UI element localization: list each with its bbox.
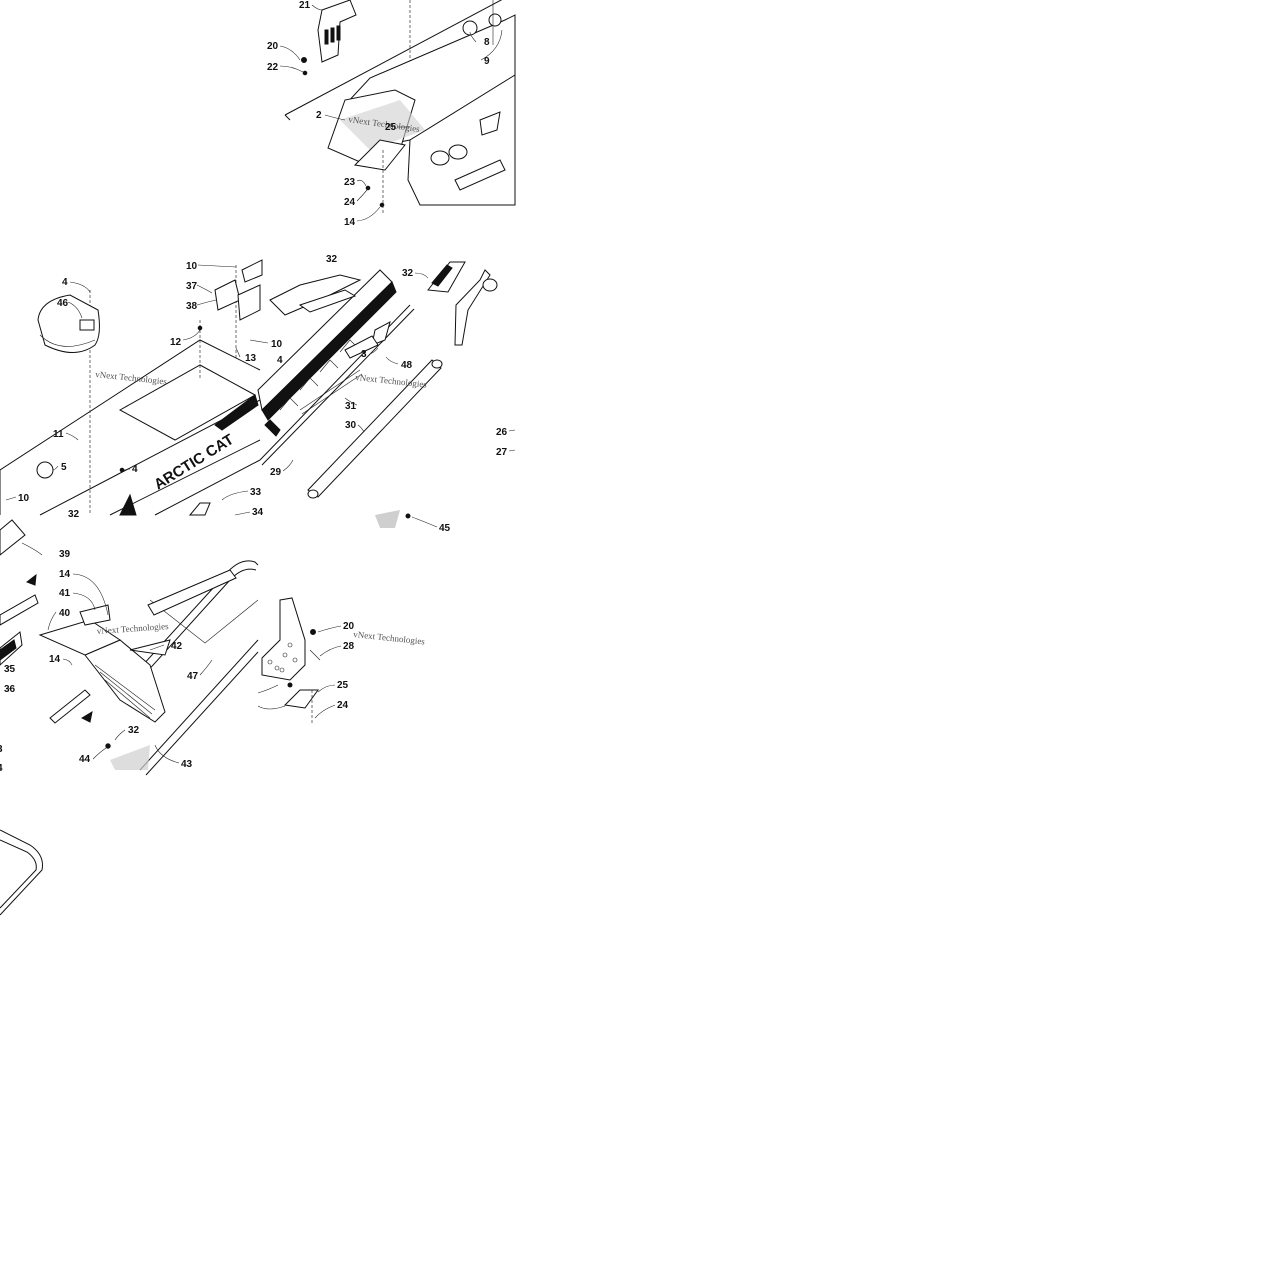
callout-label: 14: [59, 569, 71, 580]
callout-label: 32: [68, 509, 80, 520]
callout-label: 4: [0, 763, 3, 774]
callout-label: 29: [270, 467, 282, 478]
side-bracket-part: [261, 597, 306, 681]
callout-label: 26: [496, 427, 508, 438]
callout-label: 2: [316, 110, 322, 121]
callout-label: 42: [171, 641, 183, 652]
callout-label: 12: [170, 337, 182, 348]
callout-label: 4: [62, 277, 68, 288]
callout-label: 32: [326, 254, 338, 265]
callout-label: 24: [337, 700, 349, 711]
callout-label: 4: [277, 355, 283, 366]
callout-label: 43: [181, 759, 193, 770]
panel-top: [279, 0, 516, 222]
callout-label: 5: [61, 462, 67, 473]
watermark-layer: vNext Technologies vNext Technologies vN…: [95, 114, 428, 646]
callout-label: 44: [79, 754, 91, 765]
watermark-text: vNext Technologies: [353, 629, 426, 647]
callout-label: 35: [4, 664, 16, 675]
callout-label: 41: [59, 588, 71, 599]
callout-label: 3: [0, 744, 3, 755]
seat-pad-part: [37, 294, 100, 353]
callout-label: 14: [344, 217, 356, 228]
callout-label: 21: [299, 0, 311, 11]
callout-label: 28: [343, 641, 355, 652]
watermark-text: vNext Technologies: [355, 372, 428, 390]
callout-label: 10: [271, 339, 283, 350]
callout-label: 32: [128, 725, 140, 736]
callout-label: 39: [59, 549, 71, 560]
callout-label: 25: [385, 122, 397, 133]
callout-label: 36: [4, 684, 16, 695]
callout-label: 9: [484, 56, 490, 67]
callout-label: 3: [361, 349, 367, 360]
panel-bottom-left: [0, 519, 259, 916]
callout-label: 23: [344, 177, 356, 188]
callout-label: 46: [57, 298, 69, 309]
callout-label: 4: [132, 464, 138, 475]
callout-label: 10: [18, 493, 30, 504]
callout-labels: 21 20 22 2 25 23 24 14 8 9 4 46 10 37 38…: [0, 0, 508, 774]
watermark-text: vNext Technologies: [95, 369, 168, 387]
callout-label: 20: [343, 621, 355, 632]
callout-label: 27: [496, 447, 508, 458]
callout-label: 14: [49, 654, 61, 665]
callout-label: 37: [186, 281, 198, 292]
callout-label: 30: [345, 420, 357, 431]
callout-label: 45: [439, 523, 451, 534]
callout-label: 25: [337, 680, 349, 691]
callout-label: 47: [187, 671, 199, 682]
callout-label: 38: [186, 301, 198, 312]
callout-label: 8: [484, 37, 490, 48]
watermark-text: vNext Technologies: [96, 621, 169, 636]
callout-label: 32: [402, 268, 414, 279]
callout-label: 40: [59, 608, 71, 619]
callout-label: 24: [344, 197, 356, 208]
callout-label: 33: [250, 487, 262, 498]
callout-label: 13: [245, 353, 257, 364]
callout-label: 22: [267, 62, 279, 73]
callout-label: 31: [345, 401, 357, 412]
callout-label: 20: [267, 41, 279, 52]
panel-middle-left: [0, 259, 269, 516]
callout-label: 11: [53, 429, 64, 440]
callout-label: 10: [186, 261, 198, 272]
panel-bottom-right: [257, 597, 342, 725]
brand-decal: ARCTIC CAT: [151, 431, 237, 493]
callout-label: 48: [401, 360, 413, 371]
panel-middle-right: [257, 261, 516, 528]
rail-part: [147, 569, 237, 616]
callout-label: 34: [252, 507, 264, 518]
